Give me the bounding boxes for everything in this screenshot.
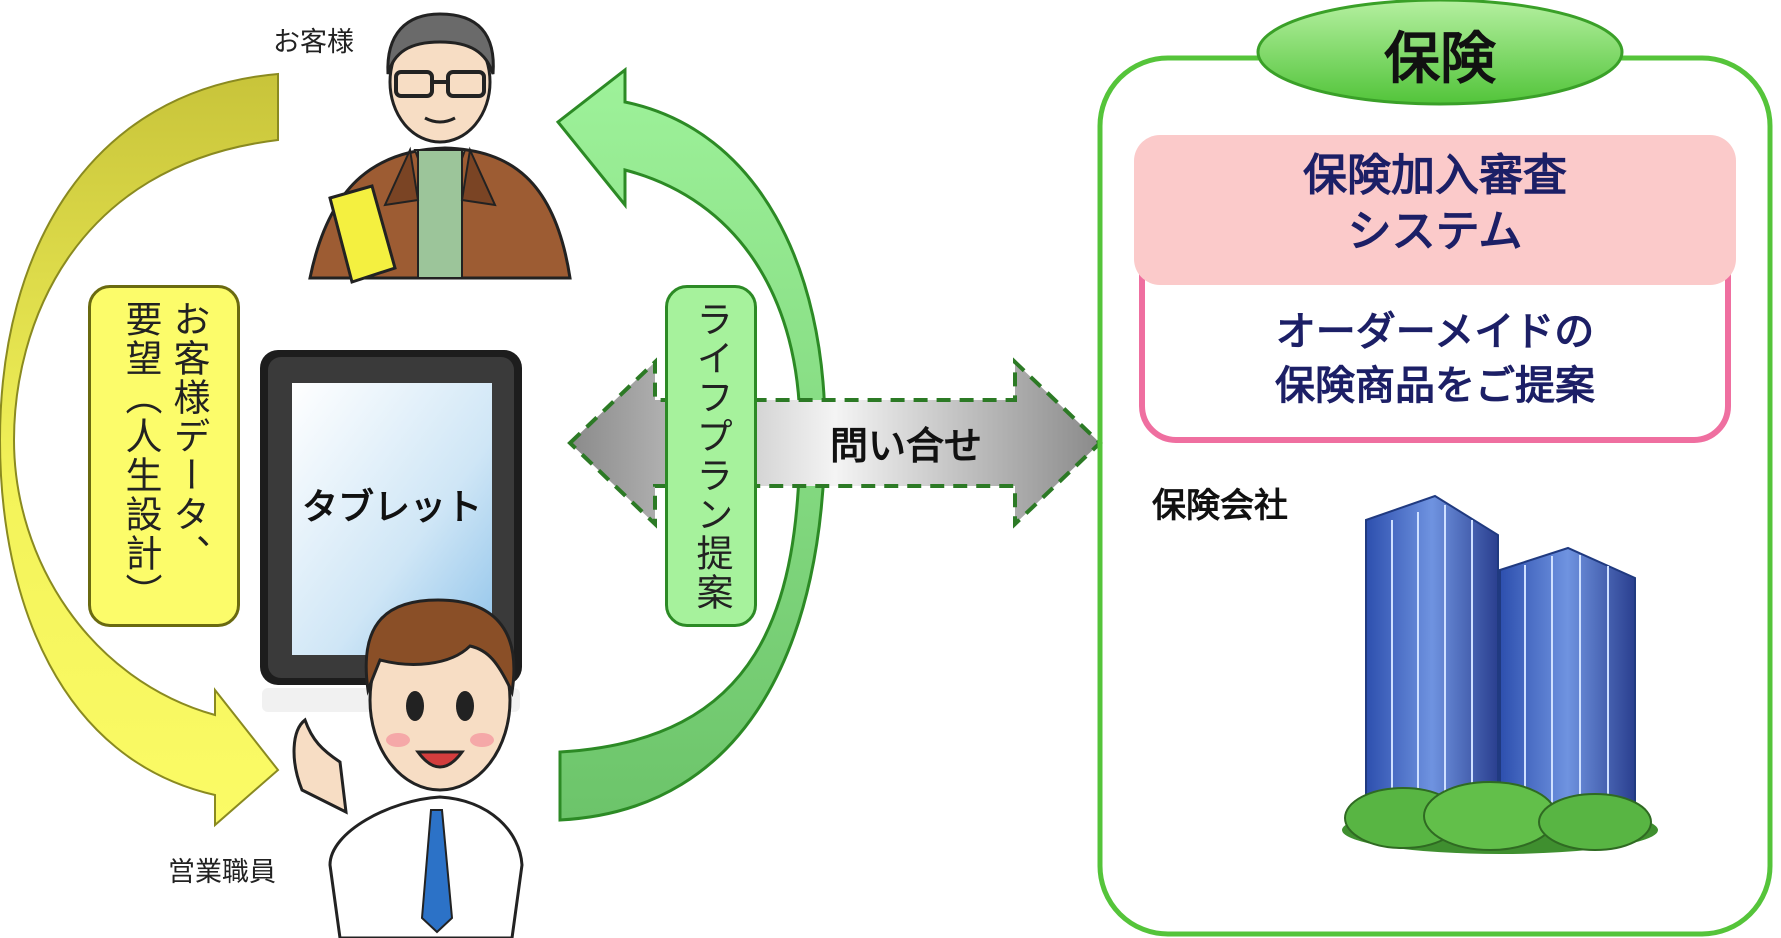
system-line1: 保険加入審査 <box>1303 150 1567 201</box>
customer-data-line1: お客様データ、 <box>167 300 210 573</box>
customer-label: お客様 <box>273 27 354 58</box>
inquiry-label: 問い合せ <box>830 424 983 468</box>
proposal-panel-text: オーダーメイドの 保険商品をご提案 <box>1142 305 1728 413</box>
office-buildings-icon <box>1342 494 1658 854</box>
curved-arrow-left-icon <box>0 72 280 828</box>
insurance-company-label: 保険会社 <box>1152 486 1288 526</box>
salesman-pointing-icon <box>292 598 524 938</box>
sales-staff-label: 営業職員 <box>168 857 276 888</box>
system-line2: システム <box>1347 206 1523 257</box>
life-plan-box: ライフプラン提案 <box>665 285 757 627</box>
customer-man-with-glasses-icon <box>308 12 572 284</box>
insurance-title: 保険 <box>1384 27 1496 92</box>
proposal-line2: 保険商品をご提案 <box>1275 363 1595 409</box>
customer-data-line2: 要望（人生設計） <box>119 300 162 612</box>
customer-data-text: お客様データ、 要望（人生設計） <box>116 300 212 612</box>
life-plan-text: ライフプラン提案 <box>690 300 733 612</box>
proposal-line1: オーダーメイドの <box>1275 309 1595 355</box>
curved-arrow-right-icon <box>555 66 827 822</box>
system-panel-text: 保険加入審査 システム <box>1134 148 1736 260</box>
insurance-container <box>1097 0 1773 937</box>
customer-data-box: お客様データ、 要望（人生設計） <box>88 285 240 627</box>
tablet-label: タブレット <box>301 487 482 528</box>
